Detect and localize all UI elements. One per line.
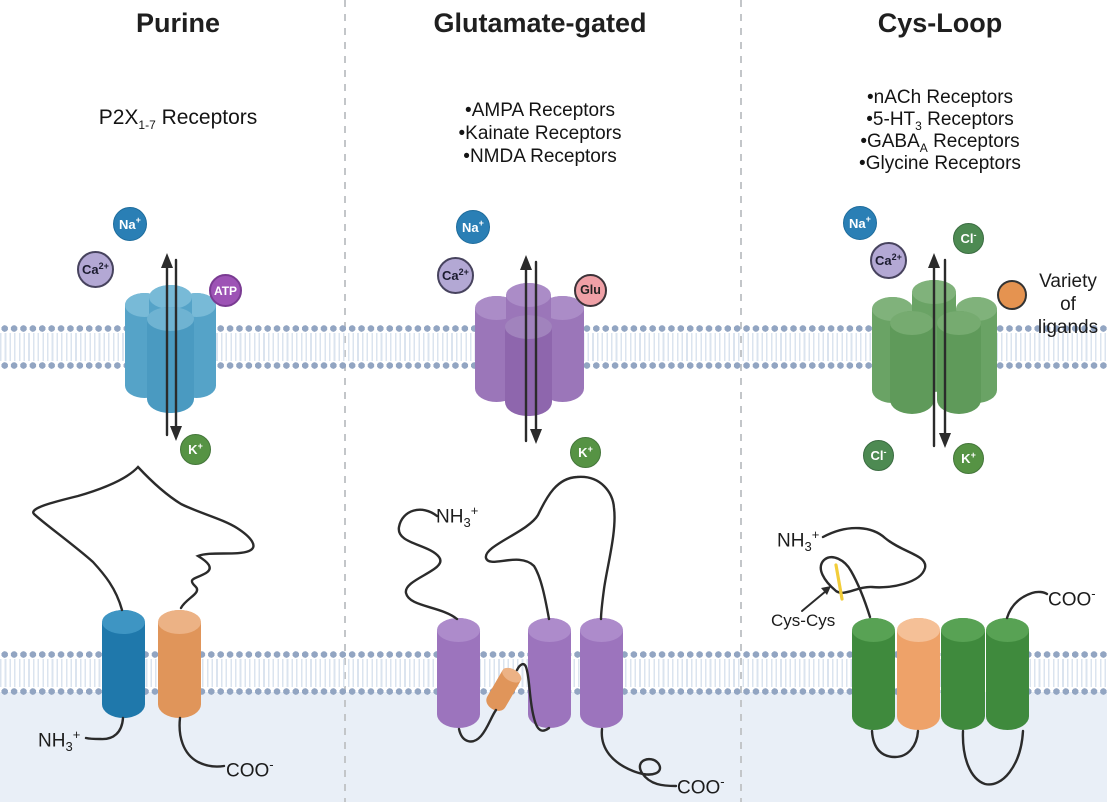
variety-of-ligands-label: Variety of ligands — [1037, 271, 1099, 338]
column-divider-2 — [740, 0, 742, 802]
glutamate-tm3-helix — [528, 618, 571, 728]
potassium-ion-badge: K+ — [570, 437, 601, 468]
purine-tm2-helix — [158, 610, 201, 718]
potassium-ion-badge: K+ — [180, 434, 211, 465]
glutamate-n-terminus-label: NH3+ — [436, 503, 479, 531]
cysloop-influx-arrowhead — [928, 253, 940, 268]
chloride-ion-badge: Cl- — [953, 223, 984, 254]
cysloop-efflux-arrowhead — [939, 433, 951, 448]
purine-extracellular-loop — [32, 465, 255, 612]
chloride-ion-badge: Cl- — [863, 440, 894, 471]
sodium-ion-badge: Na+ — [843, 206, 877, 240]
cysloop-tm3-helix — [941, 618, 985, 730]
potassium-ion-badge: K+ — [953, 443, 984, 474]
column-title-purine: Purine — [135, 8, 221, 38]
column-title-cysloop: Cys-Loop — [877, 8, 1003, 38]
glutamate-tm4-helix — [580, 618, 623, 728]
column-divider-1 — [344, 0, 346, 802]
glutamate-ligand-badge: Glu — [574, 274, 607, 307]
cysloop-channel-subunit — [890, 311, 934, 414]
cysloop-c-terminus-line — [1005, 590, 1049, 620]
atp-ligand-badge: ATP — [209, 274, 242, 307]
cys-cys-arrowhead — [821, 586, 831, 595]
receptor-line: •AMPA Receptors — [465, 100, 615, 121]
column-title-glutamate: Glutamate-gated — [433, 8, 647, 38]
purine-efflux-arrowhead — [170, 426, 182, 441]
glutamate-efflux-arrowhead — [530, 429, 542, 444]
glutamate-tm1-helix — [437, 618, 480, 728]
cysloop-n-terminal-loop — [819, 526, 927, 619]
glutamate-extracellular-loop — [484, 475, 616, 621]
receptor-line: •Glycine Receptors — [859, 153, 1021, 174]
receptor-line: •GABAA Receptors — [860, 131, 1020, 155]
cysloop-tm1-helix — [852, 618, 895, 730]
purine-n-terminus-label: NH3+ — [38, 727, 81, 755]
receptor-line: P2X1-7 Receptors — [98, 106, 258, 133]
receptor-line: •nACh Receptors — [866, 87, 1014, 108]
sodium-ion-badge: Na+ — [456, 210, 490, 244]
cys-cys-label: Cys-Cys — [771, 611, 836, 630]
glutamate-influx-arrowhead — [520, 255, 532, 270]
cysloop-tm2-helix — [897, 618, 940, 730]
cysloop-tm4-helix — [986, 618, 1029, 730]
cysloop-channel-subunit — [937, 311, 981, 414]
cysloop-c-terminus-label: COO- — [1048, 586, 1096, 611]
receptor-line: •5-HT3 Receptors — [866, 109, 1014, 133]
cys-cys-pointer-line — [801, 590, 827, 612]
sodium-ion-badge: Na+ — [113, 207, 147, 241]
purine-channel-pore — [147, 307, 194, 413]
purine-influx-arrowhead — [161, 253, 173, 268]
receptor-line: •Kainate Receptors — [458, 123, 622, 144]
purine-c-terminus-label: COO- — [226, 757, 274, 782]
glutamate-channel-pore — [505, 315, 552, 416]
purine-tm1-helix — [102, 610, 145, 718]
disulfide-bond-mark — [834, 563, 844, 601]
receptor-line: •NMDA Receptors — [463, 146, 617, 167]
glutamate-c-terminus-label: COO- — [677, 774, 725, 799]
cysloop-n-terminus-label: NH3+ — [777, 527, 820, 555]
variety-ligand-circle — [997, 280, 1027, 310]
